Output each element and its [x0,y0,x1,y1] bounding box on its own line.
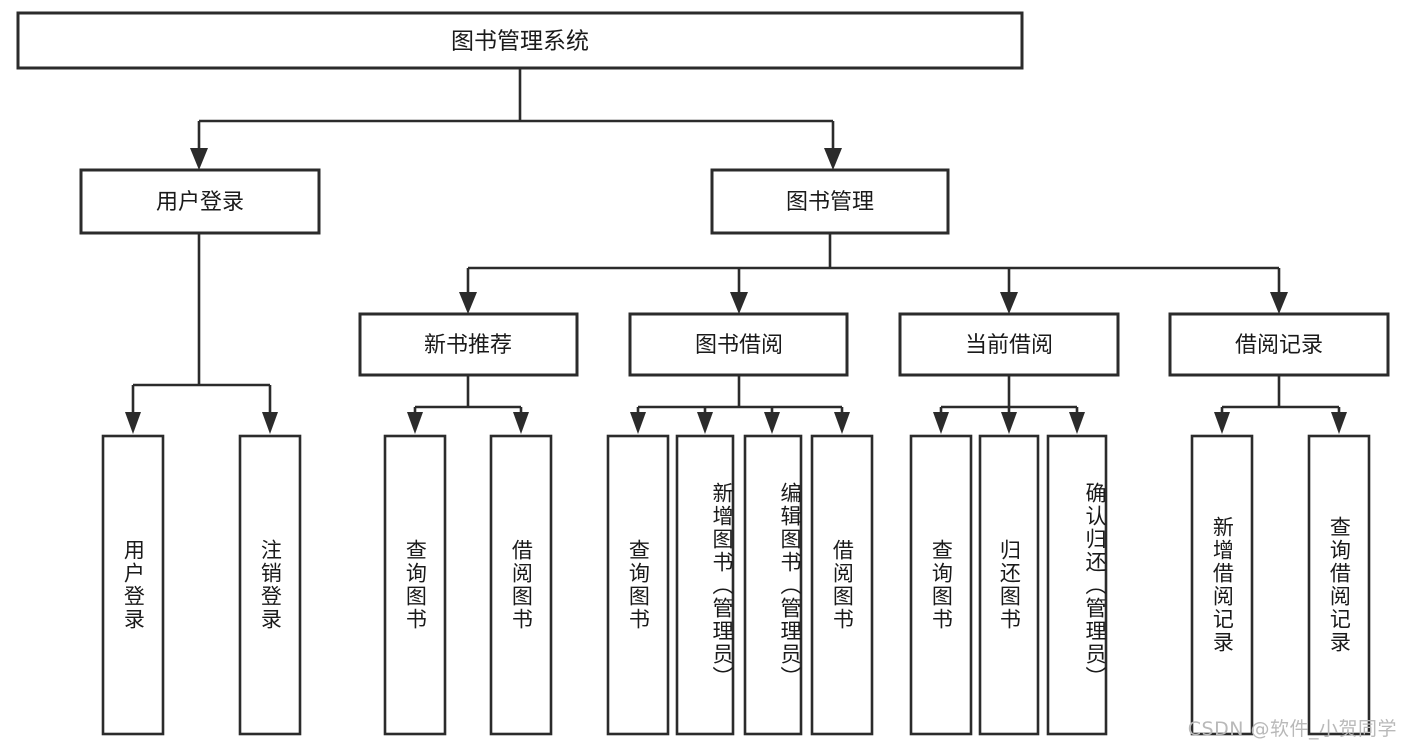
connector-userlogin-to-leaves [125,233,278,434]
leaf-add-record-box[interactable] [1190,434,1254,736]
node-current-borrow-label: 当前借阅 [965,333,1053,358]
leaf-edit-book-box[interactable] [743,434,803,736]
connector-currentborrow-to-leaves [933,375,1085,434]
leaf-add-book-box[interactable] [675,434,735,736]
node-book-manage-label: 图书管理 [786,190,874,215]
arrow-head-icon [697,412,713,434]
leaf-query-book-2-box[interactable] [606,434,670,736]
node-root[interactable]: 图书管理系统 [16,11,1024,70]
arrow-head-icon [1214,412,1230,434]
leaf-borrow-book-1-box[interactable] [489,434,553,736]
node-user-login-label: 用户登录 [156,190,244,215]
arrow-head-icon [630,412,646,434]
leaf-user-login-box[interactable] [101,434,165,736]
connector-bookborrow-to-leaves [630,375,850,434]
connector-newbook-to-leaves [407,375,529,434]
node-borrow-record-box [1168,312,1390,377]
arrow-head-icon [834,412,850,434]
arrow-head-icon [764,412,780,434]
arrow-head-icon [125,412,141,434]
node-book-borrow-label: 图书借阅 [695,333,783,358]
arrow-head-icon [407,412,423,434]
arrow-head-icon [1000,292,1018,314]
node-book-borrow[interactable]: 图书借阅 [628,312,849,377]
node-new-book-recommend-label: 新书推荐 [424,333,512,358]
arrow-head-icon [459,292,477,314]
leaf-boxes [101,434,1371,736]
node-new-book-recommend-box [358,312,579,377]
connector-borrowrecord-to-leaves [1214,375,1347,434]
arrow-head-icon [1001,412,1017,434]
arrow-head-icon [1069,412,1085,434]
node-borrow-record-label: 借阅记录 [1235,333,1323,358]
leaf-borrow-book-2-box[interactable] [810,434,874,736]
arrow-head-icon [824,148,842,170]
leaf-query-book-3-box[interactable] [909,434,973,736]
node-user-login-box [79,168,321,235]
node-user-login[interactable]: 用户登录 [79,168,321,235]
node-book-borrow-box [628,312,849,377]
arrow-head-icon [513,412,529,434]
node-root-label: 图书管理系统 [451,29,589,55]
connector-bookmanage-to-level2 [459,233,1288,314]
node-current-borrow[interactable]: 当前借阅 [898,312,1120,377]
node-borrow-record[interactable]: 借阅记录 [1168,312,1390,377]
arrow-head-icon [933,412,949,434]
leaf-confirm-return-box[interactable] [1046,434,1108,736]
node-root-box [16,11,1024,70]
leaf-return-book-box[interactable] [978,434,1040,736]
csdn-watermark: CSDN @软件_小贺同学 [1187,718,1397,740]
leaf-logout-login-box[interactable] [238,434,302,736]
leaf-query-record-box[interactable] [1307,434,1371,736]
arrow-head-icon [1270,292,1288,314]
leaf-query-book-1-box[interactable] [383,434,447,736]
arrow-head-icon [1331,412,1347,434]
node-book-manage-box [710,168,950,235]
arrow-head-icon [190,148,208,170]
arrow-head-icon [262,412,278,434]
node-book-manage[interactable]: 图书管理 [710,168,950,235]
node-new-book-recommend[interactable]: 新书推荐 [358,312,579,377]
node-current-borrow-box [898,312,1120,377]
connector-root-to-level1 [190,68,842,170]
arrow-head-icon [730,292,748,314]
